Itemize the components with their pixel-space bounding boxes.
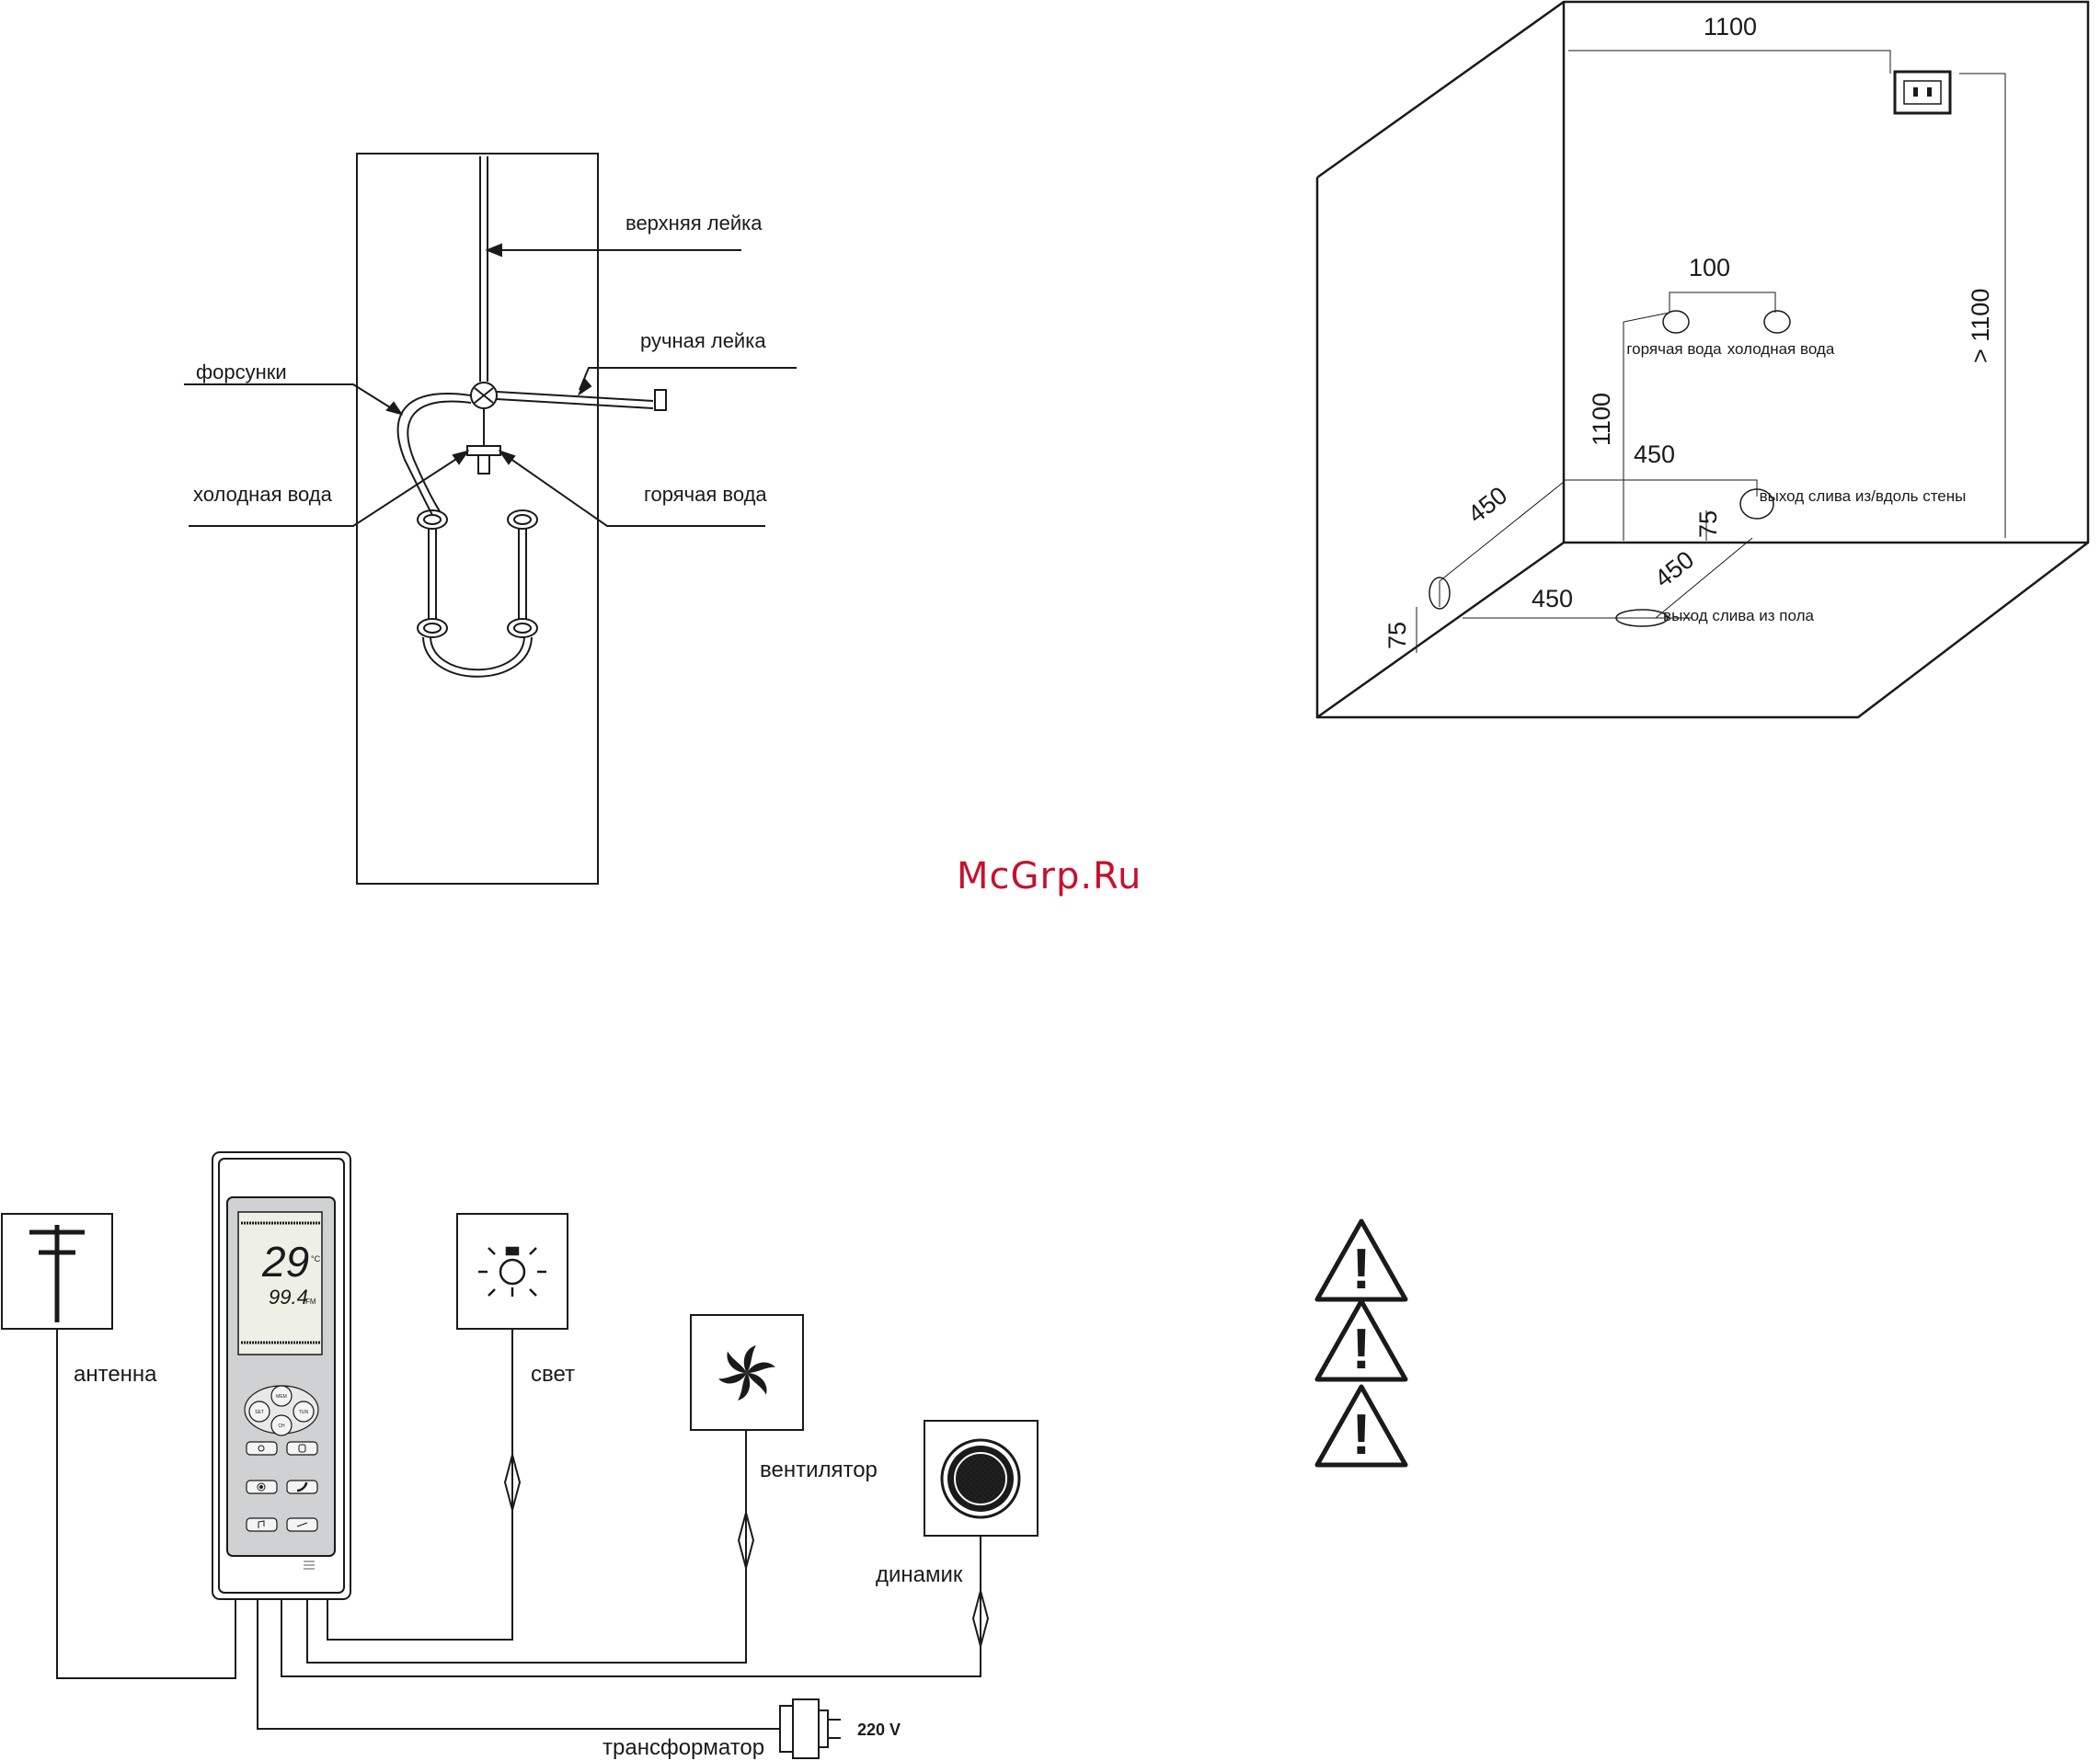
label-floor-drain: выход слива из пола (1663, 607, 1814, 624)
mixer-icon (467, 383, 500, 474)
cold-water-outlet-icon (1764, 311, 1790, 333)
wiring-diagram (2, 1152, 1038, 1758)
label-wall-drain: выход слива из/вдоль стены (1760, 487, 1967, 505)
svg-text:TUN: TUN (299, 1410, 309, 1415)
warning-icon: ! (1317, 1221, 1406, 1301)
remote-temperature-unit: °C (311, 1254, 321, 1264)
svg-text:!: ! (1352, 1403, 1371, 1467)
dim-drain-height-side: 75 (1383, 622, 1411, 649)
svg-text:MEM: MEM (276, 1394, 287, 1400)
shower-panel-diagram (184, 154, 797, 884)
label-fan: вентилятор (760, 1458, 878, 1482)
fan-icon (718, 1345, 775, 1401)
dim-floor-offset-y: 450 (1649, 545, 1699, 592)
power-outlet-icon (1895, 72, 1950, 113)
dim-drain-offset-back: 450 (1634, 440, 1675, 468)
speaker-icon (942, 1440, 1019, 1517)
remote-temperature: 29 (261, 1238, 309, 1286)
light-bulb-icon (478, 1248, 546, 1297)
svg-text:!: ! (1352, 1318, 1371, 1381)
antenna-icon (29, 1225, 85, 1322)
label-cold-water: холодная вода (193, 483, 333, 506)
hand-shower-connector (655, 390, 666, 410)
remote-frequency: 99.4 (269, 1286, 308, 1309)
remote-ch-button[interactable]: CH (271, 1415, 292, 1435)
label-top-shower: верхняя лейка (625, 212, 763, 234)
light-box (457, 1214, 568, 1329)
label-transformer: трансформатор (602, 1735, 764, 1760)
label-voltage: 220 V (857, 1721, 901, 1739)
remote-music-button[interactable] (247, 1518, 277, 1531)
dim-valve-height: 1100 (1588, 393, 1615, 446)
remote-fan-button[interactable] (287, 1442, 317, 1455)
label-speaker: динамик (876, 1562, 963, 1587)
remote-phone-button[interactable] (287, 1481, 317, 1493)
dim-floor-offset-x: 450 (1532, 585, 1573, 612)
dim-top-width: 1100 (1704, 13, 1757, 40)
svg-text:!: ! (1352, 1238, 1371, 1301)
label-hand-shower: ручная лейка (640, 329, 766, 352)
label-hot-water: горячая вода (644, 483, 767, 506)
transformer-icon (780, 1699, 841, 1758)
dim-valve-spacing: 100 (1689, 254, 1730, 281)
remote-band: FM (305, 1298, 316, 1306)
hot-water-outlet-icon (1663, 311, 1689, 333)
dim-drain-height-back: 75 (1694, 510, 1722, 538)
svg-text:CH: CH (278, 1424, 285, 1429)
label-light: свет (531, 1362, 575, 1387)
label-room-cold-water: холодная вода (1727, 340, 1835, 358)
remote-mem-button[interactable]: MEM (271, 1386, 292, 1406)
warning-icon: ! (1317, 1387, 1406, 1467)
dim-outlet-height: > 1100 (1967, 289, 1994, 363)
remote-light-button[interactable] (247, 1442, 277, 1455)
warning-icons: ! ! ! (1317, 1221, 1406, 1467)
remote-grip-lines (304, 1561, 315, 1569)
warning-icon: ! (1317, 1301, 1406, 1381)
shower-panel-outline (357, 154, 598, 884)
label-antenna: антенна (74, 1362, 157, 1387)
remote-tun-button[interactable]: TUN (293, 1401, 314, 1422)
dim-drain-offset-side: 450 (1463, 481, 1512, 528)
remote-set-button[interactable]: SET (249, 1401, 270, 1422)
label-nozzles: форсунки (196, 360, 287, 383)
label-room-hot-water: горячая вода (1626, 340, 1722, 358)
svg-text:SET: SET (255, 1410, 264, 1415)
watermark: McGrp.Ru (957, 855, 1141, 898)
